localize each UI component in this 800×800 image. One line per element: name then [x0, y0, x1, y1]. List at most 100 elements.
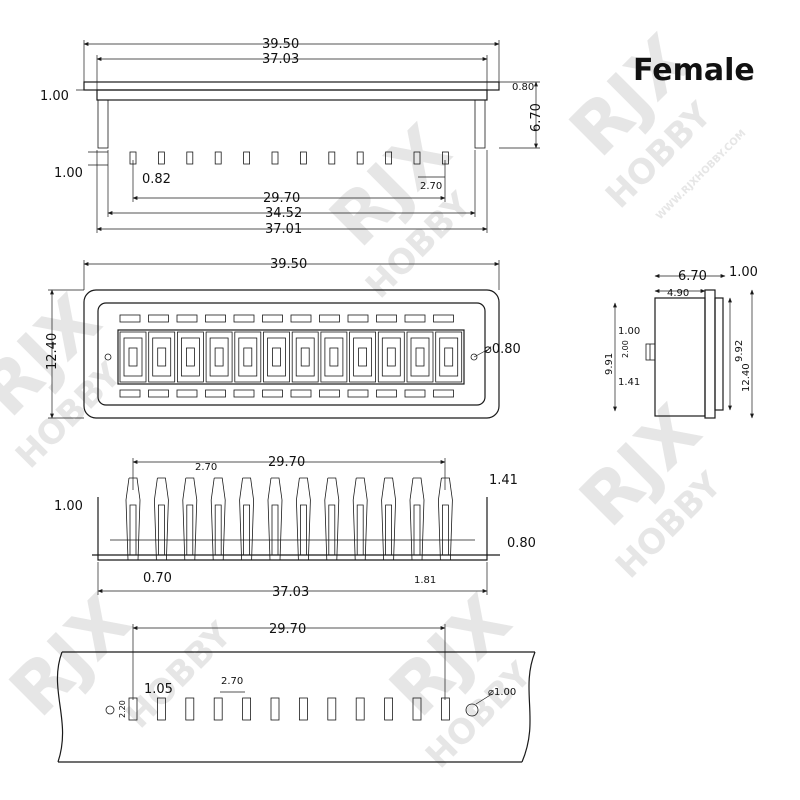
front-contact	[406, 331, 434, 383]
dim-section-contact-width: 0.70	[143, 571, 172, 586]
pcb-slot	[440, 697, 450, 721]
section-contact	[324, 477, 340, 561]
front-slot-bottom	[119, 389, 141, 398]
front-slot-top	[433, 314, 454, 323]
dim-side-flange: 1.00	[729, 265, 758, 280]
front-contact	[234, 331, 262, 383]
front-slot-top	[290, 314, 312, 323]
top-pin	[243, 151, 251, 165]
dim-top-pin-width: 0.82	[142, 172, 171, 187]
dim-pcb-slot-height: 2.20	[118, 700, 127, 718]
front-slot-bottom	[205, 389, 226, 398]
front-slot-top	[233, 314, 255, 323]
dim-pcb-slot-width: 1.05	[144, 682, 173, 697]
front-slot-bottom	[347, 389, 369, 398]
front-contact	[377, 331, 405, 383]
top-pin	[356, 151, 364, 165]
front-slot-top	[319, 314, 340, 323]
dim-top-plate: 0.80	[512, 82, 534, 93]
pcb-slot	[384, 697, 394, 721]
front-view: 39.50 12.40 ⌀0.80	[45, 257, 521, 419]
pcb-slot	[213, 697, 223, 721]
dim-side-inner-height: 9.91	[604, 353, 615, 375]
dim-top-height: 6.70	[529, 103, 544, 132]
front-contact	[263, 331, 290, 383]
front-slot-top	[119, 314, 141, 323]
top-pin	[299, 151, 307, 165]
dim-top-base-width: 37.01	[265, 222, 302, 237]
top-pin	[271, 151, 279, 165]
dim-section-pin-span: 29.70	[268, 455, 305, 470]
dim-section-contact-gap: 1.81	[414, 575, 436, 586]
front-contact	[176, 331, 204, 383]
front-slot-bottom	[290, 389, 312, 398]
dim-front-overall-height: 12.40	[45, 333, 60, 370]
front-contact	[148, 331, 176, 383]
front-slot-top	[148, 314, 169, 323]
front-slot-top	[404, 314, 426, 323]
dim-side-pin-offset: 1.00	[618, 326, 640, 337]
section-contact	[381, 477, 397, 561]
section-contact	[153, 477, 169, 561]
page-title: Female	[633, 53, 755, 88]
top-pin	[441, 151, 449, 165]
front-slot-top	[347, 314, 369, 323]
dim-top-body-width: 34.52	[265, 206, 302, 221]
pcb-slot	[242, 697, 252, 721]
dim-section-pin-pitch: 2.70	[195, 462, 217, 473]
front-slot-bottom	[262, 389, 283, 398]
dim-top-pin-span: 29.70	[263, 191, 300, 206]
dim-section-base-width: 37.03	[272, 585, 309, 600]
section-contact	[295, 477, 311, 561]
section-contact	[239, 477, 255, 561]
pcb-slot	[412, 697, 422, 721]
side-view: 6.70 1.00 4.90 1.00 2.00 1.41 9.91 9.92 …	[604, 265, 758, 419]
front-contact	[119, 331, 147, 383]
front-slot-bottom	[319, 389, 340, 398]
front-slot-bottom	[404, 389, 426, 398]
dim-section-contact-height: 1.41	[489, 473, 518, 488]
front-slot-top	[205, 314, 226, 323]
dim-pcb-hole: ⌀1.00	[488, 687, 516, 698]
front-slot-bottom	[233, 389, 255, 398]
front-contact	[291, 331, 319, 383]
pcb-slot	[156, 697, 166, 721]
dim-section-base-offset: 0.80	[507, 536, 536, 551]
watermark: RJX HOBBY WWW.RJXHOBBY.COM RJX HOBBY RJX…	[0, 19, 748, 776]
dim-side-body-height: 9.92	[734, 340, 745, 362]
dim-pcb-pin-pitch: 2.70	[221, 676, 243, 687]
front-contact	[320, 331, 348, 383]
top-pin	[328, 151, 336, 165]
section-contact	[352, 477, 368, 561]
front-contact	[205, 331, 233, 383]
dim-top-pin-tip: 1.00	[54, 166, 83, 181]
front-slot-bottom	[433, 389, 454, 398]
dim-top-flange: 1.00	[40, 89, 69, 104]
top-pin	[214, 151, 222, 165]
front-slot-top	[376, 314, 397, 323]
front-slot-bottom	[148, 389, 169, 398]
section-view: 29.70 2.70 1.41 1.00 0.80 0.70 1.81 37.0…	[54, 455, 536, 600]
top-pin	[385, 151, 393, 165]
dim-side-depth: 6.70	[678, 269, 707, 284]
section-contact	[409, 477, 425, 561]
pcb-slot	[298, 697, 308, 721]
front-contact	[435, 331, 463, 383]
dim-side-body-depth: 4.90	[667, 288, 689, 299]
dim-pcb-pin-span: 29.70	[269, 622, 306, 637]
dim-front-hole: ⌀0.80	[484, 342, 521, 357]
pcb-slot	[185, 697, 195, 721]
pcb-slot	[355, 697, 365, 721]
dim-front-overall-width: 39.50	[270, 257, 307, 272]
dim-side-pin-pitch: 2.00	[621, 340, 630, 358]
top-pin	[413, 151, 421, 165]
front-contact	[349, 331, 377, 383]
front-slot-bottom	[176, 389, 198, 398]
front-slot-bottom	[376, 389, 397, 398]
front-slot-top	[262, 314, 283, 323]
dim-top-inner-width: 37.03	[262, 52, 299, 67]
top-pin	[157, 151, 165, 165]
front-slot-top	[176, 314, 198, 323]
top-view: 39.50 37.03 1.00 0.80 6.70 1.00 0.82 2.7…	[40, 37, 544, 237]
